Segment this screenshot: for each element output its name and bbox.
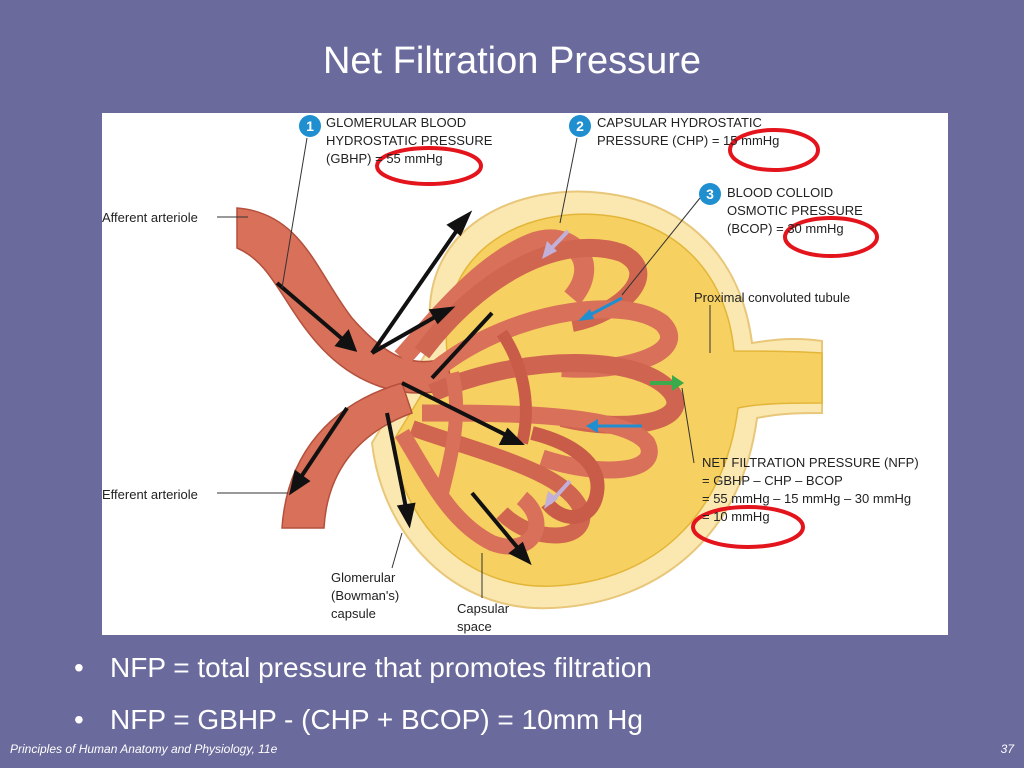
callout-1-badge: 1 [299, 115, 321, 137]
bullet-list: •NFP = total pressure that promotes filt… [70, 648, 970, 752]
bullet-dot-icon: • [74, 652, 84, 683]
glomerular-capsule-label: Glomerular (Bowman's) capsule [331, 570, 400, 621]
efferent-arteriole-label: Efferent arteriole [102, 487, 198, 502]
callout-3-text: BLOOD COLLOID OSMOTIC PRESSURE (BCOP) = … [727, 185, 863, 236]
capsular-space-label: Capsular space [457, 601, 510, 634]
footer-source: Principles of Human Anatomy and Physiolo… [10, 742, 278, 756]
bullet-item: •NFP = GBHP - (CHP + BCOP) = 10mm Hg [70, 700, 970, 752]
pressure-arrows [542, 229, 684, 509]
nfp-callout-text: NET FILTRATION PRESSURE (NFP) = GBHP – C… [702, 455, 919, 524]
page-number: 37 [1000, 742, 1014, 756]
callout-3-badge: 3 [699, 183, 721, 205]
slide-title: Net Filtration Pressure [322, 40, 701, 82]
afferent-arteriole [236, 207, 453, 394]
callout-1-text: GLOMERULAR BLOOD HYDROSTATIC PRESSURE (G… [326, 115, 493, 166]
glomerulus-illustration [217, 128, 879, 610]
blood-flow-arrows [275, 210, 532, 566]
callout-2-text: CAPSULAR HYDROSTATIC PRESSURE (CHP) = 15… [597, 115, 780, 148]
afferent-arteriole-label: Afferent arteriole [102, 210, 198, 225]
callout-2-badge: 2 [569, 115, 591, 137]
highlight-circles [375, 128, 879, 549]
leader-lines [217, 137, 711, 598]
capsular-space [391, 213, 823, 587]
nephron-figure: 1 GLOMERULAR BLOOD HYDROSTATIC PRESSURE … [102, 113, 948, 635]
bullet-item: •NFP = total pressure that promotes filt… [70, 648, 970, 700]
bullet-dot-icon: • [74, 704, 84, 735]
proximal-convoluted-tubule-label: Proximal convoluted tubule [694, 290, 851, 305]
